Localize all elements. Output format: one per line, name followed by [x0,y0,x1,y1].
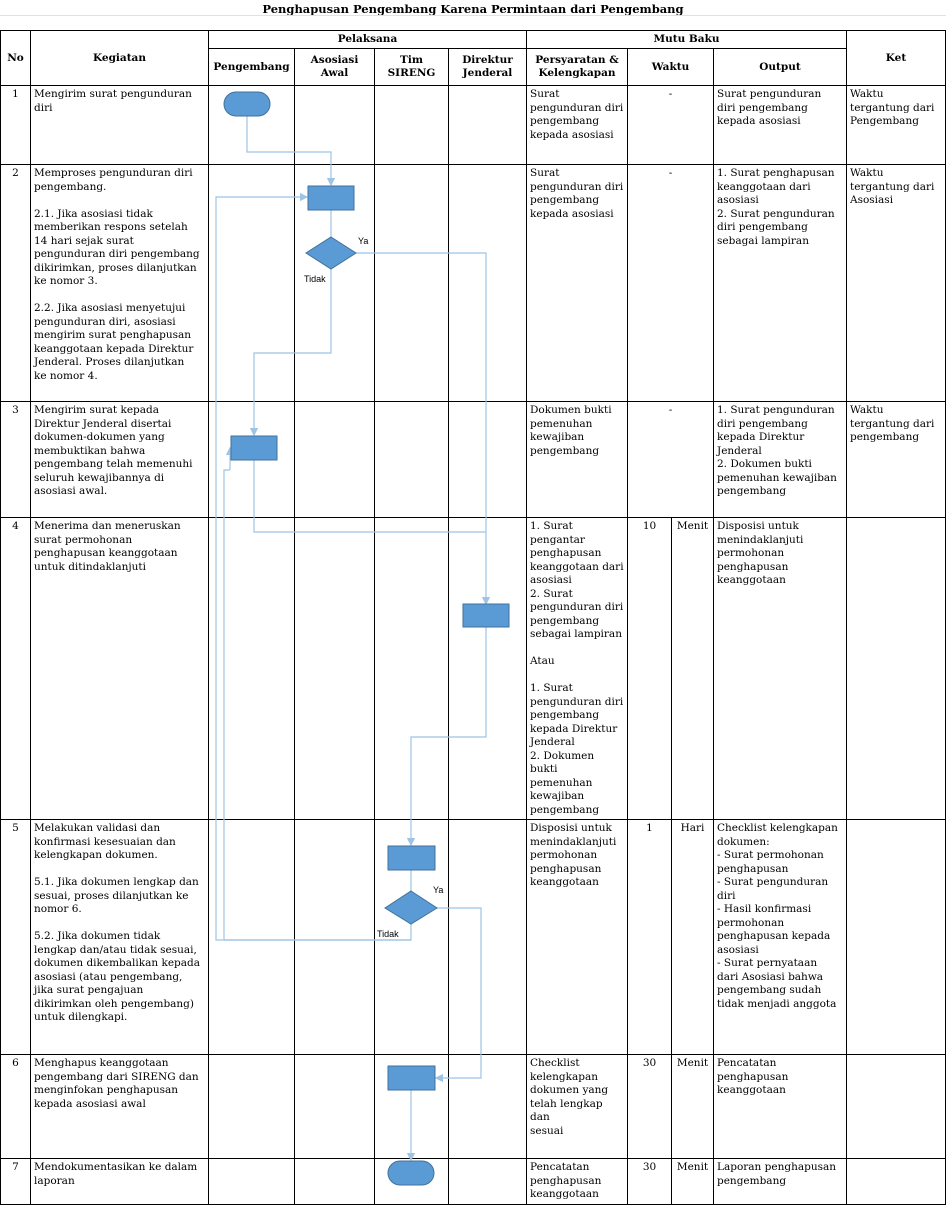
row-waktu: - [627,164,714,402]
header-ket: Ket [846,30,946,86]
row-kegiatan: Memproses pengunduran diri pengembang. 2… [30,164,209,402]
header-mutu-baku: Mutu Baku [526,30,847,49]
row-ket: Waktu tergantung dari Pengembang [846,85,946,165]
row-ket [846,1158,946,1205]
lane-tim [374,1158,449,1205]
lane-pengembang [208,85,295,165]
row-persyaratan: Disposisi untuk menindaklanjuti permohon… [526,819,628,1055]
row-satuan: Menit [671,1054,714,1159]
page-title: Penghapusan Pengembang Karena Permintaan… [262,2,684,16]
row-output: Laporan penghapusan pengembang [713,1158,847,1205]
header-dirjen: Direktur Jenderal [448,48,527,86]
lane-asosiasi [294,517,375,820]
row-ket [846,819,946,1055]
lane-dirjen [448,1054,527,1159]
lane-tim [374,517,449,820]
row-kegiatan: Menerima dan meneruskan surat permohonan… [30,517,209,820]
lane-dirjen [448,85,527,165]
row-waktu: 30 [627,1158,672,1205]
lane-pengembang [208,401,295,518]
sheet-gridline [0,15,946,32]
row-no: 6 [0,1054,31,1159]
sop-table: No Kegiatan Pelaksana Mutu Baku Ket Peng… [0,30,946,1205]
row-output: Surat pengunduran diri pengembang kepada… [713,85,847,165]
lane-dirjen [448,819,527,1055]
table-row: 3 Mengirim surat kepada Direktur Jendera… [0,401,946,518]
row-ket [846,1054,946,1159]
row-kegiatan: Melakukan validasi dan konfirmasi kesesu… [30,819,209,1055]
row-output: 1. Surat pengunduran diri pengembang kep… [713,401,847,518]
header-persyaratan: Persyaratan & Kelengkapan [526,48,628,86]
row-persyaratan: Checklist kelengkapan dokumen yang telah… [526,1054,628,1159]
row-no: 1 [0,85,31,165]
table-row: 2 Memproses pengunduran diri pengembang.… [0,164,946,402]
row-no: 2 [0,164,31,402]
row-ket: Waktu tergantung dari pengembang [846,401,946,518]
lane-pengembang [208,819,295,1055]
lane-pengembang [208,517,295,820]
table-row: 6 Menghapus keanggotaan pengembang dari … [0,1054,946,1159]
header-no: No [0,30,31,86]
row-no: 5 [0,819,31,1055]
row-satuan: Menit [671,517,714,820]
header-waktu: Waktu [627,48,714,86]
row-persyaratan: Surat pengunduran diri pengembang kepada… [526,85,628,165]
row-ket: Waktu tergantung dari Asosiasi [846,164,946,402]
table-row: 7 Mendokumentasikan ke dalam laporan Pen… [0,1158,946,1205]
table-row: 5 Melakukan validasi dan konfirmasi kese… [0,819,946,1055]
row-kegiatan: Mendokumentasikan ke dalam laporan [30,1158,209,1205]
row-persyaratan: Pencatatan penghapusan keanggotaan [526,1158,628,1205]
lane-tim [374,401,449,518]
row-output: Disposisi untuk menindaklanjuti permohon… [713,517,847,820]
header-tim-sireng: Tim SIRENG [374,48,449,86]
lane-pengembang [208,1054,295,1159]
row-output: 1. Surat penghapusan keanggotaan dari as… [713,164,847,402]
row-kegiatan: Mengirim surat kepada Direktur Jenderal … [30,401,209,518]
row-waktu: 10 [627,517,672,820]
lane-tim [374,85,449,165]
row-output: Checklist kelengkapan dokumen: - Surat p… [713,819,847,1055]
lane-dirjen [448,1158,527,1205]
row-kegiatan: Mengirim surat pengunduran diri [30,85,209,165]
lane-tim [374,164,449,402]
row-waktu: - [627,401,714,518]
row-persyaratan: 1. Surat pengantar penghapusan keanggota… [526,517,628,820]
row-output: Pencatatan penghapusan keanggotaan [713,1054,847,1159]
row-kegiatan: Menghapus keanggotaan pengembang dari SI… [30,1054,209,1159]
lane-pengembang [208,164,295,402]
table-row: 1 Mengirim surat pengunduran diri Surat … [0,85,946,165]
header-kegiatan: Kegiatan [30,30,209,86]
header-asosiasi: Asosiasi Awal [294,48,375,86]
lane-tim [374,1054,449,1159]
row-satuan: Menit [671,1158,714,1205]
row-waktu: 30 [627,1054,672,1159]
table-row: 4 Menerima dan meneruskan surat permohon… [0,517,946,820]
header-output: Output [713,48,847,86]
row-ket [846,517,946,820]
lane-asosiasi [294,1158,375,1205]
lane-asosiasi [294,401,375,518]
row-waktu: 1 [627,819,672,1055]
header-pelaksana: Pelaksana [208,30,527,49]
lane-asosiasi [294,1054,375,1159]
row-persyaratan: Surat pengunduran diri pengembang kepada… [526,164,628,402]
row-waktu: - [627,85,714,165]
lane-dirjen [448,164,527,402]
row-no: 7 [0,1158,31,1205]
lane-asosiasi [294,85,375,165]
lane-asosiasi [294,819,375,1055]
lane-tim [374,819,449,1055]
lane-dirjen [448,401,527,518]
header-pengembang: Pengembang [208,48,295,86]
lane-asosiasi [294,164,375,402]
row-no: 4 [0,517,31,820]
row-persyaratan: Dokumen bukti pemenuhan kewajiban pengem… [526,401,628,518]
lane-dirjen [448,517,527,820]
row-no: 3 [0,401,31,518]
row-satuan: Hari [671,819,714,1055]
lane-pengembang [208,1158,295,1205]
